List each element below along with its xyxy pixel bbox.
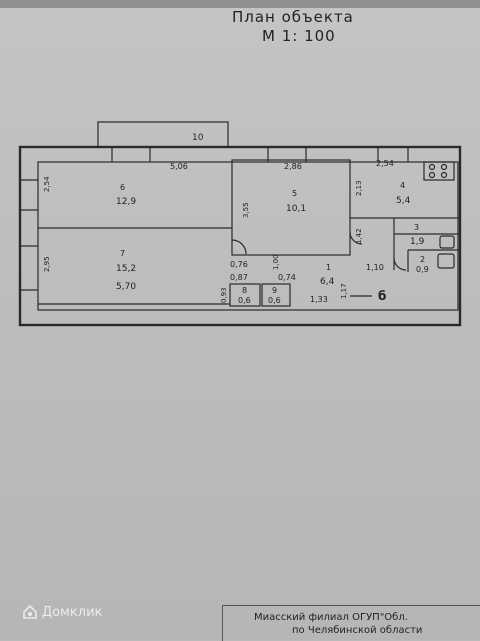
outer-wall: [18, 145, 462, 327]
entrance-marker: б: [378, 289, 386, 303]
room-6-area: 12,9: [116, 197, 136, 207]
dim-2-86: 2,86: [284, 162, 302, 171]
room-1-area: 6,4: [320, 277, 335, 287]
dim-0-74: 0,74: [278, 273, 296, 282]
dim-1-17: 1,17: [340, 283, 348, 299]
dim-2-54: 2,54: [376, 159, 394, 168]
scan-top-strip: [0, 0, 480, 8]
watermark-text: Домклик: [42, 604, 103, 620]
dim-2-54-side: 2,54: [43, 176, 51, 192]
room-5-number: 5: [292, 189, 297, 198]
dim-1-33: 1,33: [310, 295, 328, 304]
inner-wall-line: [37, 161, 459, 311]
sink-icon: [439, 235, 455, 249]
dim-5-70: 5,70: [116, 282, 136, 292]
dim-1-10: 1,10: [366, 263, 384, 272]
plan-scale: М 1: 100: [262, 27, 336, 45]
room-8-area: 0,6: [238, 296, 251, 305]
room-4-number: 4: [400, 181, 405, 190]
footer-line-2: по Челябинской области: [292, 625, 423, 636]
room-4-area: 5,4: [396, 196, 411, 206]
room-3-area: 1,9: [410, 237, 425, 247]
room-2-area: 0,9: [416, 265, 429, 274]
room-5-area: 10,1: [286, 204, 306, 214]
domclick-logo-icon: [23, 604, 37, 619]
room-1-number: 1: [326, 263, 331, 272]
stove-icon: [423, 161, 455, 181]
room-7-number: 7: [120, 249, 125, 258]
room-2-number: 2: [420, 255, 425, 264]
dim-3-55: 3,55: [242, 202, 250, 218]
plan-title: План объекта: [232, 8, 354, 26]
room-6-number: 6: [120, 183, 125, 192]
watermark: Домклик: [22, 604, 102, 620]
room-9-number: 9: [272, 286, 277, 295]
room-9-wall: [261, 283, 291, 307]
balcony-label: 10: [192, 133, 204, 143]
room-9-area: 0,6: [268, 296, 281, 305]
room-8-wall: [229, 283, 261, 307]
balcony-outline: [97, 121, 229, 148]
dim-1-42: 1,42: [355, 228, 363, 244]
dim-0-87: 0,87: [230, 273, 248, 282]
stamp-box: [222, 605, 480, 641]
room-8-number: 8: [242, 286, 247, 295]
dim-0-93: 0,93: [220, 287, 228, 303]
room-5-wall: [231, 159, 351, 256]
dim-1-00: 1,00: [272, 254, 280, 270]
room-7-area: 15,2: [116, 264, 136, 274]
dim-0-76: 0,76: [230, 260, 248, 269]
dim-2-13: 2,13: [355, 180, 363, 196]
room-3-number: 3: [414, 223, 419, 232]
dim-2-95: 2,95: [43, 256, 51, 272]
footer-line-1: Миасский филиал ОГУП"Обл.: [254, 612, 408, 623]
toilet-icon: [437, 253, 455, 269]
dim-5-06: 5,06: [170, 162, 188, 171]
